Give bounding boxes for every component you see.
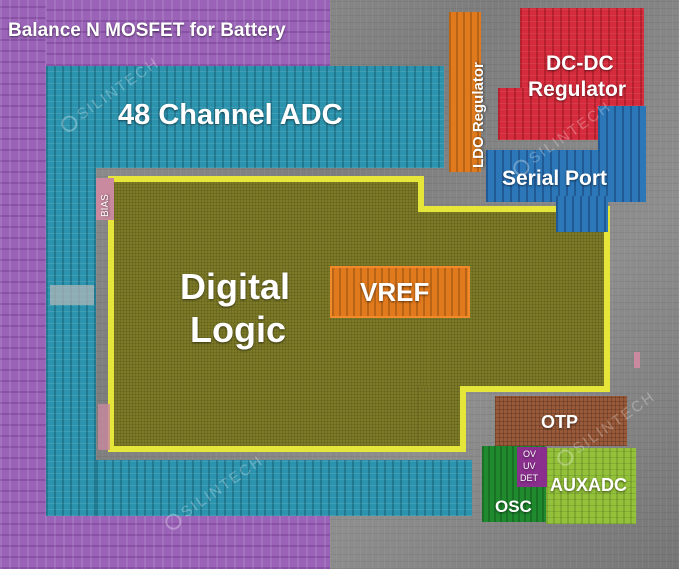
- bias-lower-strip: [98, 404, 110, 450]
- dcdc-label-line1: DC-DC: [546, 52, 614, 75]
- ovuvdet-label-line3: DET: [520, 473, 538, 483]
- balance-mosfet-label: Balance N MOSFET for Battery: [8, 20, 286, 41]
- balance-mosfet-left: [0, 0, 46, 569]
- serial-port-label: Serial Port: [502, 167, 608, 190]
- auxadc-label: AUXADC: [550, 475, 628, 495]
- bias-block: [96, 178, 114, 220]
- digital-logic-label-line1: Digital: [180, 266, 291, 307]
- auxadc-block: [546, 448, 636, 524]
- balance-mosfet-bottom: [0, 516, 330, 569]
- dcdc-regulator-lower: [498, 88, 598, 140]
- adc-left-gap: [50, 285, 94, 305]
- ldo-regulator-label: LDO Regulator: [470, 62, 487, 168]
- balance-mosfet-top: [0, 0, 330, 66]
- ovuvdet-block: [517, 447, 547, 487]
- right-pad: [634, 352, 640, 368]
- ovuvdet-label-line2: UV: [523, 461, 536, 471]
- serial-port-block: [486, 150, 646, 202]
- adc-top: [46, 66, 444, 168]
- adc-bottom: [96, 460, 472, 516]
- adc48-label: 48 Channel ADC: [118, 99, 343, 131]
- ldo-regulator-block: [449, 12, 481, 172]
- otp-label: OTP: [541, 412, 579, 432]
- otp-block: [495, 396, 627, 446]
- digital-logic-label-line2: Logic: [190, 309, 286, 350]
- vref-label: VREF: [360, 277, 430, 307]
- serial-port-lower: [556, 196, 608, 232]
- digital-logic-lower: [418, 386, 466, 452]
- bias-label: BIAS: [100, 194, 111, 217]
- dcdc-label-line2: Regulator: [528, 78, 627, 101]
- osc-label: OSC: [495, 497, 532, 516]
- ovuvdet-label-line1: OV: [523, 449, 537, 459]
- vref-block: [330, 266, 470, 318]
- serial-port-side: [598, 106, 646, 156]
